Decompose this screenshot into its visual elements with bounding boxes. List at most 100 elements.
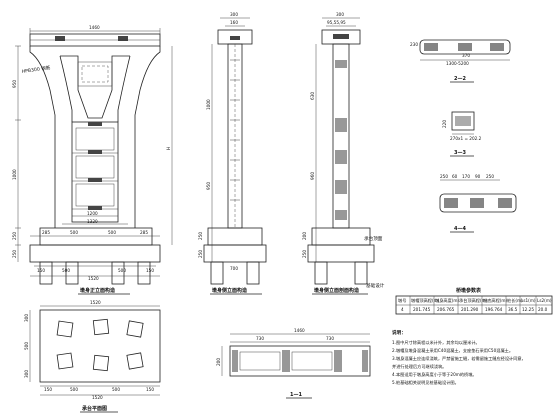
s22-label: 2—2 (454, 76, 466, 82)
elev-inner-dim-0: 1200 (87, 211, 98, 216)
elev-base-dim-0: 285 (42, 230, 50, 235)
note-line-5: 5.桩基础相关说明见桩基础设计图。 (392, 379, 459, 386)
parameter-table: 桥墩参数表 墩号 墩帽顶高程(m) 墩身高度(m) 承台顶高程(m) 桩底高程(… (395, 287, 553, 315)
elev-base-dim-1: 500 (70, 230, 78, 235)
s11-part-1: 730 (326, 336, 334, 341)
sect-left-dim-1: 960 (310, 172, 315, 180)
elev-left-dim-0: 950 (12, 80, 17, 88)
s44-dim-0: 250 (440, 174, 448, 179)
side-width-label: 700 (230, 266, 238, 271)
table-title: 桥墩参数表 (456, 287, 482, 294)
sect-top-dim-0: 300 (336, 12, 344, 17)
side-top-dim-0: 300 (230, 12, 238, 17)
side-top-dim-1: 160 (230, 20, 238, 25)
side-left-dim-0: 1000 (206, 99, 211, 110)
sect-title: 墩身侧立面剖面构造 (314, 287, 360, 294)
elev-left-dim-2: 250 (12, 232, 17, 240)
plan-top-dim: 1520 (90, 300, 101, 305)
elev-annotation: HPB300 钢筋 (21, 64, 51, 75)
plan-view: 1520 300 500 300 150 500 500 150 1520 承台… (24, 300, 161, 413)
s33-dim-2: 270x1 = 202.2 (450, 136, 482, 141)
note-line-4: 4.本图适用于墩身高度小于等于20m的桥墩。 (392, 371, 477, 378)
th-0: 墩号 (398, 297, 406, 304)
s11-part-0: 730 (256, 336, 264, 341)
th-3: 承台顶高程(m) (459, 297, 488, 304)
side-view: 300 160 1000 950 250 250 700 墩身侧立面构造 (198, 12, 267, 295)
s11-total: 1460 (294, 328, 305, 333)
td-5: 36.5 (508, 307, 518, 312)
th-4: 桩底高程(m) (483, 297, 507, 304)
notes: 说明： 1.图中尺寸除高程以米计外，其余均以厘米计。 2.墩帽及墩身混凝土采用C… (392, 329, 526, 386)
s44-dim-1: 60 (452, 174, 458, 179)
note-line-0: 1.图中尺寸除高程以米计外，其余均以厘米计。 (392, 339, 480, 346)
elev-base-label-3: 150 (146, 268, 154, 273)
plan-side-dim-0: 300 (24, 314, 29, 322)
plan-bottom-dim-1: 500 (70, 387, 78, 392)
sect-left-dim-0: 630 (310, 92, 315, 100)
elev-left-dim-3: 250 (12, 250, 17, 258)
s22-dim-2: 370 (462, 53, 470, 58)
s44-label: 4—4 (454, 226, 466, 232)
section-view: 300 95,55,95 630 960 200 250 承台顶面 基础设计 墩… (302, 12, 385, 295)
plan-bottom-dim-2: 500 (112, 387, 120, 392)
plan-side-dim-1: 500 (24, 342, 29, 350)
td-4: 196.764 (485, 307, 503, 312)
td-3: 201.290 (461, 307, 479, 312)
elevation-view: 1460 950 1000 250 250 (12, 25, 173, 295)
plan-title: 承台平面图 (81, 405, 107, 412)
sect-top-dim-1: 95,55,95 (327, 20, 346, 25)
td-2: 206.765 (437, 307, 455, 312)
elev-left-dim-1: 1000 (12, 169, 17, 180)
elev-top-width: 1460 (89, 25, 100, 30)
notes-heading: 说明： (392, 329, 406, 336)
th-5: 桩长(m) (507, 297, 523, 304)
th-2: 墩身高度(m) (435, 297, 459, 304)
sect-note-b: 基础设计 (366, 282, 385, 289)
elev-base-label-0: 150 (37, 268, 45, 273)
th-6: Ls1(m) (521, 298, 536, 303)
s33-dim-0: 220 (442, 120, 447, 128)
elev-base-label-1: 500 (62, 268, 70, 273)
plan-bottom-dim-3: 150 (146, 387, 154, 392)
sect-bottom-dim-0: 200 (302, 232, 307, 240)
elev-base-total: 1520 (88, 276, 99, 281)
side-title: 墩身侧立面构造 (212, 287, 248, 294)
td-6: 12.25 (522, 307, 534, 312)
elev-title: 墩身正立面构造 (80, 287, 116, 294)
sect-note-a: 承台顶面 (364, 235, 383, 242)
elev-base-dim-3: 285 (140, 230, 148, 235)
elev-right-dim: H (166, 147, 171, 150)
section-4-4: 250 60 170 90 250 4—4 (439, 174, 517, 233)
s44-dim-3: 90 (475, 174, 481, 179)
elev-base-dim-2: 500 (108, 230, 116, 235)
elev-base-label-2: 500 (118, 268, 126, 273)
s22-dim-1: 1300-5200 (446, 61, 469, 66)
plan-side-dim-2: 300 (24, 370, 29, 378)
section-3-3: 220 270x1 = 202.2 3—3 (442, 111, 482, 157)
td-7: 20.0 (538, 307, 548, 312)
side-bottom-dim-0: 250 (198, 232, 203, 240)
s44-dim-4: 250 (486, 174, 494, 179)
th-1: 墩帽顶高程(m) (411, 297, 440, 304)
s33-label: 3—3 (454, 150, 466, 156)
section-2-2: 230 1300-5200 370 2—2 (410, 39, 511, 83)
th-7: Ls2(m) (537, 298, 552, 303)
note-line-2: 3.墩身混凝土应连续浇筑，严禁留施工缝，若需留施工缝应经设计同意， (392, 355, 526, 362)
s11-label: 1—1 (290, 392, 302, 398)
plan-bottom-dim-0: 150 (44, 387, 52, 392)
td-1: 201.745 (413, 307, 431, 312)
note-line-3: 并进行处理后方可继续浇筑。 (392, 363, 446, 370)
s11-left-dim: 200 (216, 358, 221, 366)
td-0: 4 (401, 307, 404, 312)
section-1-1: 1460 730 730 200 1—1 (216, 328, 371, 399)
side-bottom-dim-1: 250 (198, 250, 203, 258)
s22-dim-0: 230 (410, 42, 418, 47)
plan-total: 1520 (92, 395, 103, 400)
elev-inner-dim-1: 1320 (87, 219, 98, 224)
s44-dim-2: 170 (462, 174, 470, 179)
side-left-dim-1: 950 (206, 182, 211, 190)
sect-bottom-dim-1: 250 (302, 250, 307, 258)
note-line-1: 2.墩帽及墩身混凝土采用C40混凝土，支座垫石采用C50混凝土。 (392, 347, 513, 354)
